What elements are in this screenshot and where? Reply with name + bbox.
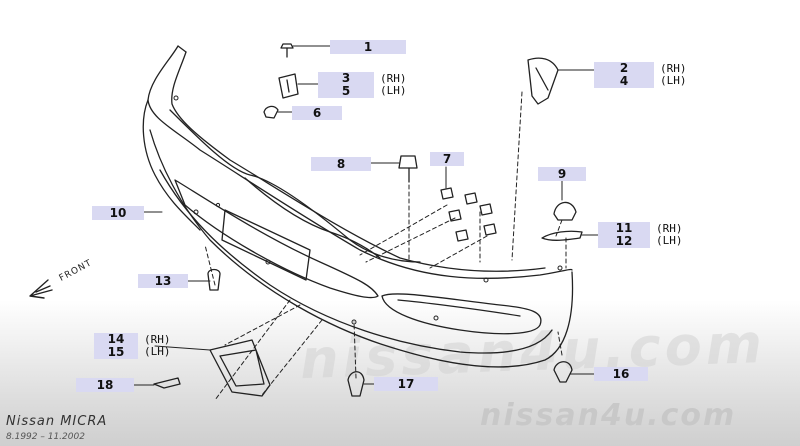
callout-13: 13 [138, 274, 188, 288]
part-18-screw [153, 377, 181, 389]
side-2-4: (RH) (LH) [660, 63, 687, 87]
callout-2-4: 2 4 [594, 62, 654, 88]
callout-9: 9 [538, 167, 586, 181]
part-11-bracket [541, 230, 583, 241]
part-2-bracket [527, 57, 559, 105]
side-lh-5: (LH) [380, 84, 407, 97]
part-14-bezel [209, 339, 271, 397]
part-6-clip [263, 105, 279, 119]
side-lh-15: (LH) [144, 345, 171, 358]
callout-18: 18 [76, 378, 134, 392]
callout-5: 5 [341, 84, 351, 98]
part-9-fastener [553, 201, 577, 221]
callout-15: 15 [107, 345, 125, 359]
callout-3: 3 [341, 71, 351, 85]
part-16-clip [553, 361, 573, 383]
part-3-bracket [278, 73, 299, 99]
side-14-15: (RH) (LH) [144, 334, 171, 358]
side-rh-11: (RH) [656, 222, 683, 235]
bumper-left-end [142, 45, 201, 231]
side-rh-14: (RH) [144, 333, 171, 346]
label-leaders [133, 45, 599, 386]
callout-16: 16 [594, 367, 648, 381]
part-17-clip [347, 371, 365, 397]
license-plate-area [221, 209, 311, 281]
callout-6: 6 [292, 106, 342, 120]
part-1-bolt [280, 43, 294, 58]
side-rh-3: (RH) [380, 72, 407, 85]
side-lh-12: (LH) [656, 234, 683, 247]
side-lh-4: (LH) [660, 74, 687, 87]
callout-14-15: 14 15 [94, 333, 138, 359]
callout-8: 8 [311, 157, 371, 171]
mounting-holes [173, 95, 563, 325]
bottom-watermark: nissan4u.com [480, 398, 737, 433]
side-rh-2: (RH) [660, 62, 687, 75]
callout-1: 1 [330, 40, 406, 54]
callout-10: 10 [92, 206, 144, 220]
callout-11: 11 [615, 221, 633, 235]
front-arrow-icon [29, 279, 53, 299]
callout-17: 17 [374, 377, 438, 391]
part-8-bolt [398, 155, 418, 183]
callout-7: 7 [430, 152, 464, 166]
callout-2: 2 [619, 61, 629, 75]
callout-11-12: 11 12 [598, 222, 650, 248]
side-3-5: (RH) (LH) [380, 73, 407, 97]
fog-lamp-opening [381, 293, 542, 335]
bumper-lower-lip [159, 169, 553, 354]
upper-contour [169, 109, 421, 263]
leader-lines [204, 91, 567, 401]
upper-contour-2 [244, 177, 381, 259]
fog-lamp-inner [397, 299, 521, 317]
part-7-clips [440, 187, 497, 242]
bottom-fade [0, 300, 800, 446]
part-13-grommet [207, 268, 221, 291]
model-name: Nissan MICRA [6, 414, 108, 429]
callout-14: 14 [107, 332, 125, 346]
grille-opening [174, 179, 379, 299]
callout-4: 4 [619, 74, 629, 88]
production-dates: 8.1992 – 11.2002 [6, 432, 85, 442]
callout-12: 12 [615, 234, 633, 248]
bumper-top-edge-inner [171, 51, 546, 272]
callout-3-5: 3 5 [318, 72, 374, 98]
side-11-12: (RH) (LH) [656, 223, 683, 247]
